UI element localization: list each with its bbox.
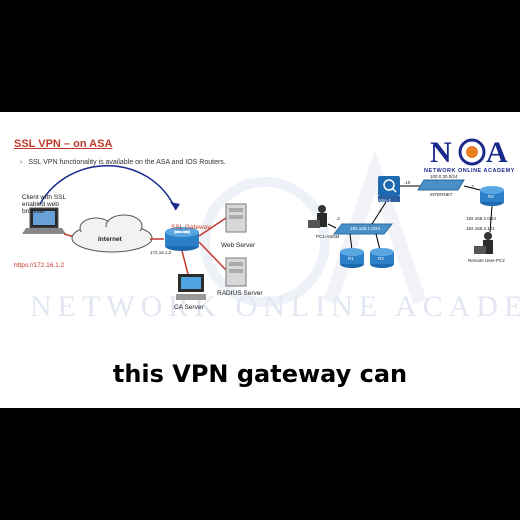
if-3-label: .3 — [470, 184, 474, 189]
web-server-label: Web Server — [221, 242, 256, 249]
remote-user-label: Remote User-PC2 — [468, 258, 505, 263]
web-server-icon — [225, 203, 247, 233]
r1-label: R1 — [348, 256, 354, 261]
asa-firewall-icon — [378, 176, 400, 196]
remote-user-icon — [474, 232, 493, 254]
remote-ip-label: 192.168.2.101 — [466, 226, 495, 231]
client-label: Client with SSL enabled web browser — [22, 194, 66, 215]
remote-net-label: 192.168.2.0/24 — [466, 216, 497, 221]
video-caption: this VPN gateway can — [112, 360, 408, 388]
client-ip-label: https://172.16.1.2 — [14, 262, 65, 269]
r2-router-icon — [480, 186, 504, 206]
caption-band — [0, 354, 520, 408]
switch-lan-icon — [332, 223, 394, 235]
internet-cloud-icon — [71, 214, 153, 253]
svg-text:N: N — [430, 136, 452, 169]
ca-server-icon — [176, 274, 206, 300]
watermark-text: NETWORK ONLINE ACADEMY — [30, 290, 520, 323]
client-laptop-icon — [22, 207, 66, 234]
left-internet-label: Internet — [98, 236, 122, 243]
r3-label: R3 — [378, 256, 384, 261]
gateway-label: SSL Gateway — [171, 224, 211, 231]
r2-label: R2 — [488, 194, 494, 199]
right-internet-label: INTERNET — [430, 192, 453, 197]
bullet-text: SSL VPN functionality is available on th… — [28, 159, 226, 166]
slide-bullet: › SSL VPN functionality is available on t… — [20, 159, 226, 166]
network-diagram — [22, 150, 504, 307]
wan-net-label: 100.0.20.0/24 — [430, 174, 458, 179]
if-1-label: .1 — [378, 208, 382, 213]
pc1-user-icon — [308, 205, 327, 228]
pc1-label: PC1-ASDM — [316, 234, 340, 239]
asa-label: ASA-1 — [378, 198, 392, 203]
radius-server-icon — [225, 257, 247, 287]
r1-router-icon — [340, 248, 364, 268]
ssl-gateway-router-icon — [165, 227, 199, 251]
switch-wan-icon — [417, 179, 465, 191]
slide-title: SSL VPN – on ASA — [14, 138, 113, 150]
ca-server-label: CA Server — [174, 304, 204, 311]
noa-logo-graphic: N A — [430, 136, 508, 169]
r3-router-icon — [370, 248, 394, 268]
radius-server-label: RADIUS Server — [217, 290, 263, 297]
svg-text:A: A — [486, 136, 508, 169]
logo-tagline: NETWORK ONLINE ACADEMY — [424, 168, 515, 174]
if-2-label: .2 — [336, 216, 340, 221]
gateway-ip-label: 172.16.1.2 — [150, 250, 172, 255]
lan-net-label: 192.168.1.0/24 — [350, 226, 381, 231]
if-10-label: .10 — [404, 180, 411, 185]
noa-logo: N A NETWORK ONLINE ACADEMY — [420, 132, 520, 174]
bullet-marker-icon: › — [20, 159, 23, 166]
